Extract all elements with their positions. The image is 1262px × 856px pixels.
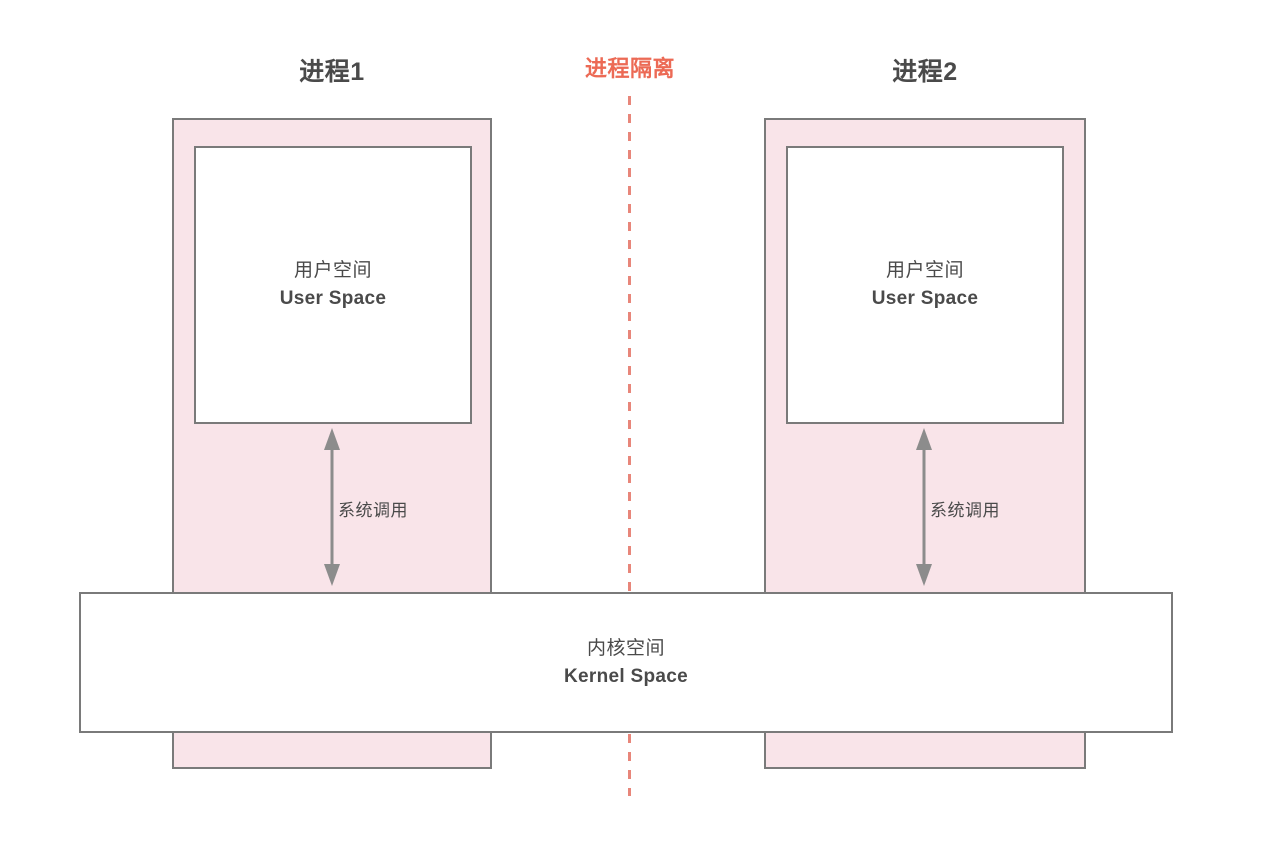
- process-1-title: 进程1: [299, 58, 365, 86]
- user-space-label-cn-1: 用户空间: [293, 260, 372, 282]
- user-space-box-1: 用户空间 User Space: [194, 146, 472, 424]
- process-2-title: 进程2: [892, 58, 958, 86]
- user-space-box-2: 用户空间 User Space: [786, 146, 1064, 424]
- syscall-arrow-icon-2: [913, 428, 935, 586]
- kernel-space-label-cn: 内核空间: [586, 637, 665, 659]
- syscall-label-2: 系统调用: [930, 501, 1000, 520]
- user-space-label-en-2: User Space: [871, 288, 979, 309]
- user-space-label-en-1: User Space: [279, 288, 387, 309]
- kernel-space-box: 内核空间 Kernel Space: [79, 592, 1173, 733]
- process-isolation-label: 进程隔离: [584, 56, 675, 81]
- kernel-space-label-en: Kernel Space: [564, 665, 688, 687]
- syscall-arrow-icon-1: [321, 428, 343, 586]
- user-space-label-cn-2: 用户空间: [885, 260, 964, 282]
- syscall-label-1: 系统调用: [338, 501, 408, 520]
- isolation-dashed-line-bottom: [628, 734, 631, 796]
- isolation-dashed-line-top: [628, 96, 631, 596]
